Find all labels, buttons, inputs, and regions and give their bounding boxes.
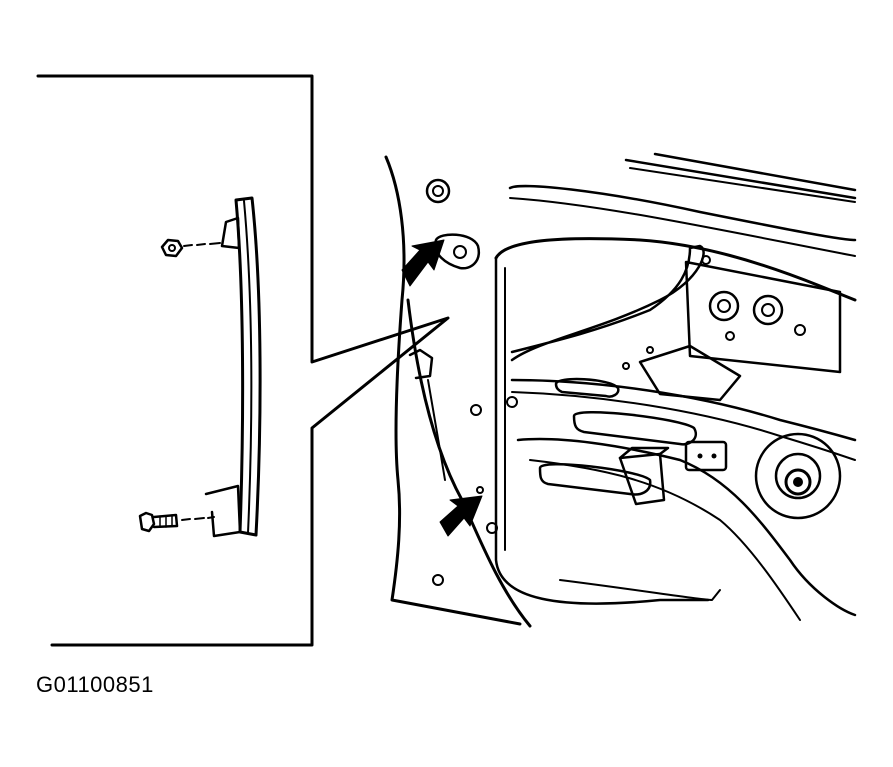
lower-bolt: [138, 511, 215, 533]
upper-fastener-arrow-icon: [401, 239, 445, 287]
lower-fastener-arrow-icon: [439, 495, 483, 537]
figure-code: G01100851: [36, 672, 154, 697]
detail-inset-frame: [36, 74, 450, 647]
upper-nut: [160, 238, 221, 258]
door-assembly: [384, 152, 857, 628]
glass-run-channel: [204, 196, 262, 538]
